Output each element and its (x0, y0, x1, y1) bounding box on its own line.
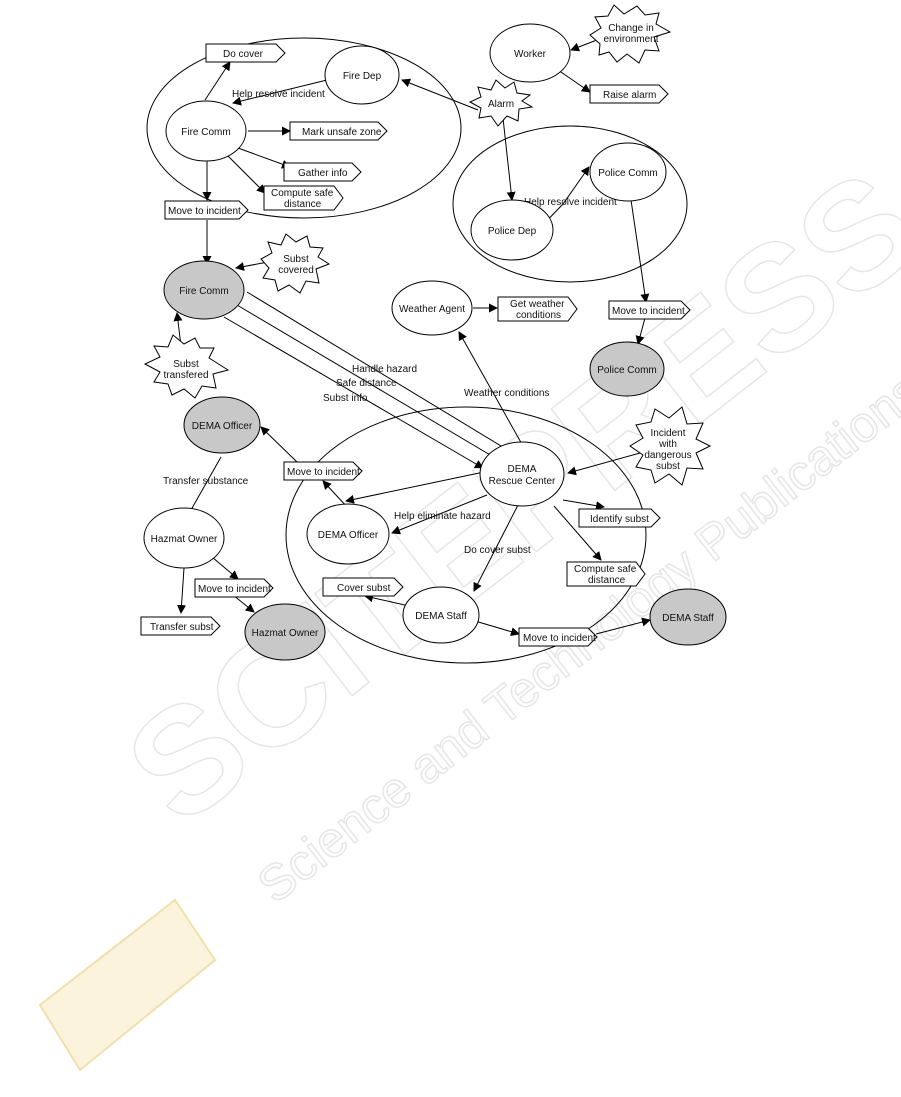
svg-text:with: with (658, 439, 677, 450)
svg-text:Get weather: Get weather (510, 299, 565, 310)
subst-transfered-event: Subst transfered (143, 334, 230, 399)
svg-text:Gather info: Gather info (298, 168, 348, 179)
actions: Do cover Mark unsafe zone Gather info Co… (140, 43, 691, 647)
raise-alarm-action: Raise alarm (589, 84, 669, 104)
police-dep-agent: Police Dep (470, 199, 554, 261)
compute-safe-distance-fire-action: Compute safe distance (263, 185, 344, 211)
dema-group (285, 406, 647, 664)
svg-text:Subst: Subst (173, 359, 199, 370)
alarm-event: Alarm (468, 79, 534, 127)
svg-text:Worker: Worker (514, 49, 547, 60)
mark-unsafe-zone-action: Mark unsafe zone (289, 121, 388, 141)
do-cover-action: Do cover (205, 43, 286, 63)
dema-rescue-center-agent: DEMA Rescue Center (479, 441, 565, 507)
svg-text:Police Comm: Police Comm (597, 365, 656, 376)
svg-text:Move to incident: Move to incident (523, 633, 596, 644)
svg-text:DEMA Officer: DEMA Officer (192, 421, 253, 432)
fire-comm-agent: Fire Comm (165, 100, 247, 162)
svg-text:Fire Dep: Fire Dep (343, 71, 382, 82)
police-comm-moved-agent: Police Comm (589, 341, 665, 397)
svg-text:environment: environment (603, 34, 658, 45)
svg-text:Do cover: Do cover (223, 49, 264, 60)
svg-text:Identify subst: Identify subst (590, 514, 649, 525)
move-to-incident-fire-action: Move to incident (164, 200, 249, 220)
incident-dangerous-subst-event: Incident with dangerous subst (629, 406, 712, 486)
svg-text:Transfer subst: Transfer subst (150, 622, 214, 633)
events: Change in environment Alarm Subst covere… (143, 4, 712, 486)
dema-staff-moved-agent: DEMA Staff (649, 588, 727, 646)
fire-dep-agent: Fire Dep (324, 45, 400, 105)
subst-info-label: Subst info (323, 393, 368, 404)
move-to-incident-dema-officer-action: Move to incident (283, 461, 363, 481)
svg-text:Move to incident: Move to incident (612, 306, 685, 317)
svg-text:conditions: conditions (516, 310, 561, 321)
help-resolve-fire-label: Help resolve incident (232, 89, 325, 100)
svg-text:Incident: Incident (650, 428, 685, 439)
svg-text:DEMA Staff: DEMA Staff (662, 613, 714, 624)
weather-agent: Weather Agent (391, 280, 473, 336)
fire-comm-moved-agent: Fire Comm (163, 260, 245, 320)
compute-safe-distance-dema-action: Compute safe distance (566, 561, 646, 587)
svg-text:distance: distance (588, 575, 626, 586)
svg-text:Fire Comm: Fire Comm (179, 286, 228, 297)
svg-text:Subst: Subst (283, 254, 309, 265)
gather-info-action: Gather info (283, 162, 362, 182)
svg-text:Raise alarm: Raise alarm (603, 90, 656, 101)
move-to-incident-police-action: Move to incident (608, 300, 691, 320)
svg-text:DEMA Staff: DEMA Staff (415, 611, 467, 622)
connectors (173, 37, 651, 637)
svg-text:DEMA Officer: DEMA Officer (318, 530, 379, 541)
handle-hazard-label: Handle hazard (352, 364, 417, 375)
svg-text:Fire Comm: Fire Comm (181, 127, 230, 138)
svg-text:Weather Agent: Weather Agent (399, 304, 465, 315)
do-cover-subst-label: Do cover subst (464, 545, 531, 556)
agents: Fire Dep Fire Comm Worker Police Comm Po… (143, 23, 727, 661)
svg-text:Police Comm: Police Comm (598, 168, 657, 179)
fire-department-group (146, 37, 462, 219)
move-to-incident-hazmat-action: Move to incident (194, 578, 274, 598)
subst-covered-event: Subst covered (260, 233, 331, 294)
svg-text:Move to incident: Move to incident (287, 467, 360, 478)
svg-text:Hazmat Owner: Hazmat Owner (151, 534, 218, 545)
police-department-group (452, 125, 688, 283)
dema-officer-moved-agent: DEMA Officer (183, 396, 261, 454)
watermark-logo-shape (38, 898, 217, 1072)
svg-text:transfered: transfered (163, 370, 208, 381)
svg-text:Mark unsafe zone: Mark unsafe zone (302, 127, 382, 138)
svg-text:Rescue Center: Rescue Center (489, 476, 556, 487)
svg-text:DEMA: DEMA (508, 464, 537, 475)
safe-distance-label: Safe distance (336, 378, 397, 389)
svg-text:Move to incident: Move to incident (198, 584, 271, 595)
move-to-incident-dema-staff-action: Move to incident (518, 627, 598, 647)
svg-text:Alarm: Alarm (488, 99, 514, 110)
svg-text:subst: subst (656, 461, 680, 472)
svg-text:covered: covered (278, 265, 314, 276)
police-comm-agent: Police Comm (589, 142, 667, 202)
hazmat-owner-moved-agent: Hazmat Owner (244, 603, 326, 661)
help-resolve-police-label: Help resolve incident (524, 197, 617, 208)
worker-agent: Worker (489, 23, 571, 83)
hazmat-owner-agent: Hazmat Owner (143, 507, 225, 569)
transfer-substance-label: Transfer substance (163, 476, 249, 487)
svg-text:Police Dep: Police Dep (488, 226, 537, 237)
svg-text:Compute safe: Compute safe (271, 188, 334, 199)
help-eliminate-label: Help eliminate hazard (394, 511, 491, 522)
transfer-subst-action: Transfer subst (140, 616, 221, 636)
svg-text:Compute safe: Compute safe (574, 564, 637, 575)
get-weather-conditions-action: Get weather conditions (497, 296, 578, 322)
weather-conditions-label: Weather conditions (464, 388, 549, 399)
dema-officer-agent: DEMA Officer (306, 503, 390, 565)
dema-staff-agent: DEMA Staff (402, 586, 480, 644)
change-in-environment-event: Change in environment (589, 4, 672, 64)
svg-text:Hazmat Owner: Hazmat Owner (252, 628, 319, 639)
identify-subst-action: Identify subst (578, 508, 661, 528)
svg-text:Move to incident: Move to incident (168, 206, 241, 217)
svg-text:distance: distance (284, 199, 322, 210)
cover-subst-action: Cover subst (322, 577, 404, 597)
message-labels: Help resolve incident Help resolve incid… (163, 89, 617, 556)
svg-text:dangerous: dangerous (644, 450, 691, 461)
svg-text:Cover subst: Cover subst (337, 583, 391, 594)
svg-text:Change in: Change in (608, 23, 654, 34)
